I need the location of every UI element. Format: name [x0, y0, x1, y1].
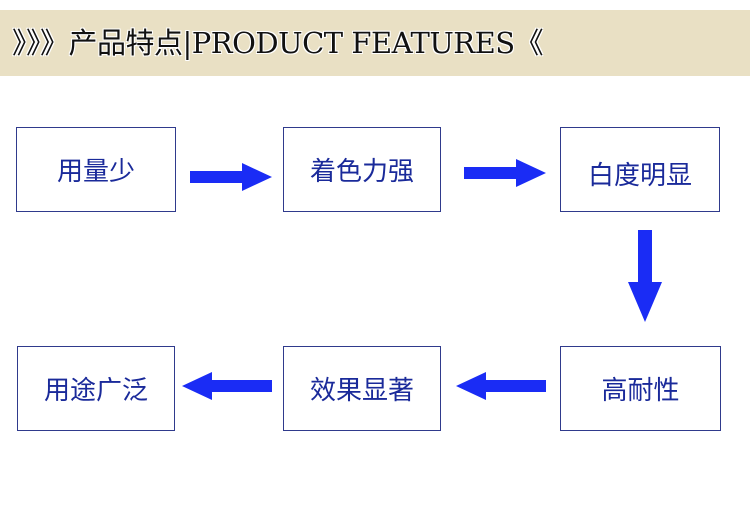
arrow-right-icon: [464, 159, 546, 187]
arrow-down-icon: [628, 230, 662, 322]
section-header: 》》》产品特点|PRODUCT FEATURES《: [0, 10, 750, 76]
step-box-2: 着色力强: [283, 127, 441, 212]
step-box-1: 用量少: [16, 127, 176, 212]
arrow-left-icon: [456, 372, 546, 400]
arrow-right-icon: [190, 163, 272, 191]
section-title: 》》》产品特点|PRODUCT FEATURES《: [12, 26, 544, 60]
step-label: 用途广泛: [43, 376, 148, 406]
step-box-5: 效果显著: [283, 346, 441, 431]
step-box-3: 白度明显: [560, 127, 720, 212]
step-label: 高耐性: [601, 376, 680, 406]
step-box-4: 高耐性: [560, 346, 721, 431]
step-label: 着色力强: [309, 157, 414, 187]
step-label: 效果显著: [309, 376, 414, 406]
arrow-left-icon: [182, 372, 272, 400]
step-box-6: 用途广泛: [17, 346, 175, 431]
step-label: 用量少: [56, 157, 135, 187]
step-label: 白度明显: [587, 161, 692, 191]
